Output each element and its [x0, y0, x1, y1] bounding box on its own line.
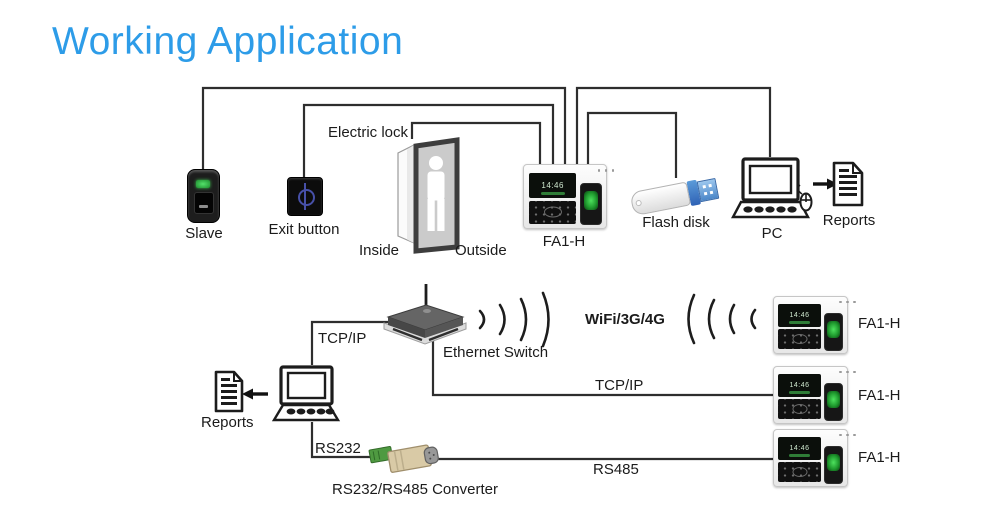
pc-bottom-icon	[271, 365, 341, 422]
wire-terminal-to-pc	[575, 86, 772, 165]
arrow-left-icon	[242, 388, 268, 400]
terminal-screen: 14:46	[778, 303, 821, 327]
slave-reader-device	[187, 169, 220, 223]
wifi-label: WiFi/3G/4G	[585, 311, 665, 328]
mouse-icon	[797, 184, 813, 212]
fingerprint-sensor-icon	[823, 313, 844, 351]
ethernet-switch-icon	[383, 284, 467, 345]
fa1h-terminal-main: 14:46	[523, 164, 607, 229]
fingerprint-sensor-icon	[823, 383, 844, 421]
terminal-keypad	[778, 328, 821, 350]
fa1h-terminal-rs485: 14:46	[773, 429, 848, 487]
terminal-keypad	[778, 398, 821, 420]
reports-label: Reports	[822, 212, 876, 229]
door-icon	[397, 137, 460, 254]
reports-bottom-document-icon	[214, 370, 244, 413]
terminal-screen: 14:46	[778, 373, 821, 397]
terminal-clock: 14:46	[789, 444, 810, 452]
rs232-rs485-converter-icon	[368, 444, 439, 473]
terminal-leds	[839, 433, 842, 437]
rs232-label: RS232	[315, 440, 361, 457]
exit-button-ring	[297, 189, 315, 206]
slave-display	[196, 180, 210, 188]
exit-button-label: Exit button	[268, 221, 340, 238]
electric-lock-label: Electric lock	[328, 124, 409, 141]
wire-pc-to-switch-tcpip	[310, 320, 390, 365]
usb-body	[629, 181, 692, 217]
fa1h-terminal-tcpip: 14:46	[773, 366, 848, 424]
page-title: Working Application	[52, 20, 404, 63]
usb-connector	[696, 177, 720, 202]
flash-disk-label: Flash disk	[642, 214, 710, 231]
fa1h-tcpip-label: FA1-H	[858, 387, 901, 404]
pc-icon	[731, 157, 810, 219]
ethernet-switch-label: Ethernet Switch	[443, 344, 549, 361]
wifi-arcs-right-icon	[687, 293, 757, 345]
inside-label: Inside	[359, 242, 400, 259]
terminal-clock: 14:46	[789, 381, 810, 389]
terminal-leds	[839, 300, 842, 304]
wire-exitbutton-to-terminal	[302, 103, 555, 178]
terminal-leds	[839, 370, 842, 374]
terminal-leds	[597, 169, 601, 172]
slave-fingerprint-sensor-icon	[194, 192, 214, 214]
wire-terminal-to-flashdisk	[586, 111, 678, 178]
fa1h-main-label: FA1-H	[542, 233, 586, 250]
pc-label: PC	[761, 225, 783, 242]
wire-slave-to-terminal	[201, 86, 567, 169]
terminal-keypad	[778, 461, 821, 483]
terminal-clock: 14:46	[789, 311, 810, 319]
slave-label: Slave	[185, 225, 223, 242]
fingerprint-sensor-icon	[823, 446, 844, 484]
fa1h-terminal-wifi: 14:46	[773, 296, 848, 354]
outside-label: Outside	[455, 242, 507, 259]
converter-label: RS232/RS485 Converter	[332, 481, 498, 498]
rs485-label: RS485	[593, 461, 639, 478]
terminal-screen: 14:46	[528, 172, 577, 199]
person-silhouette-icon	[427, 156, 445, 231]
fa1h-wifi-label: FA1-H	[858, 315, 901, 332]
wire-pc-to-converter-rs232	[310, 422, 376, 459]
wire-electriclock-to-terminal	[410, 121, 542, 165]
fingerprint-sensor-icon	[580, 183, 602, 225]
fa1h-rs485-label: FA1-H	[858, 449, 901, 466]
wifi-arcs-left-icon	[478, 291, 550, 348]
tcpip-switch-label: TCP/IP	[318, 330, 367, 347]
reports-bottom-label: Reports	[201, 414, 254, 431]
arrow-right-icon	[813, 178, 838, 190]
terminal-screen: 14:46	[778, 436, 821, 460]
terminal-keypad	[528, 200, 577, 224]
exit-button-device	[287, 177, 323, 216]
tcpip-lan-label: TCP/IP	[595, 377, 644, 394]
terminal-clock: 14:46	[541, 180, 564, 190]
reports-document-icon	[832, 161, 864, 207]
wire-switch-to-device-tcpip	[431, 341, 773, 397]
